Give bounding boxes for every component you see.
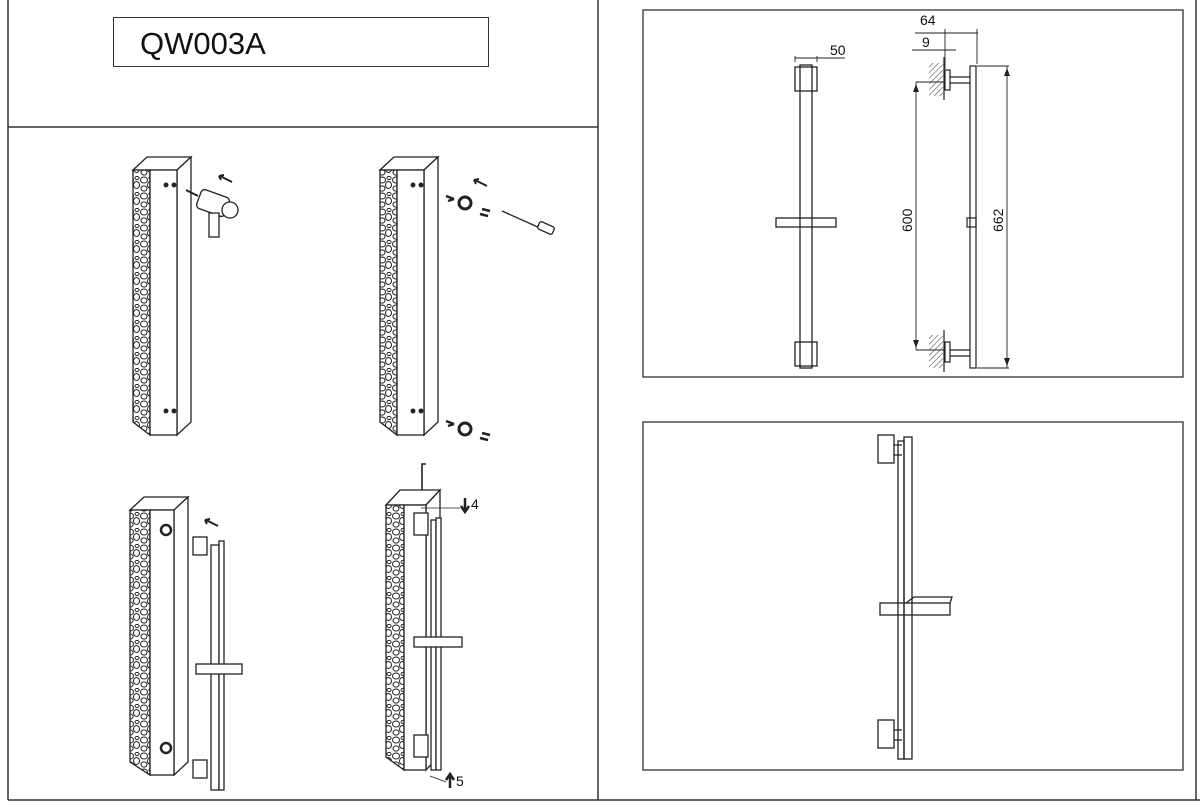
wall-anchor-icon xyxy=(445,194,491,442)
page-frame xyxy=(7,0,1200,801)
screwdriver-icon xyxy=(501,210,555,235)
step5-label: 5 xyxy=(456,773,464,789)
dim-bracket-depth: 9 xyxy=(922,34,930,50)
side-view-rail xyxy=(912,29,1010,372)
step4-5-fix-rail xyxy=(384,463,471,788)
dimension-drawing-frame xyxy=(642,9,1184,378)
dim-bracket-spacing: 600 xyxy=(899,208,915,232)
model-number: QW003A xyxy=(140,26,266,61)
front-view-rail xyxy=(775,56,845,369)
product-view-frame xyxy=(642,421,1184,771)
step2-anchors-wall xyxy=(378,155,555,442)
dim-wall-projection: 64 xyxy=(920,12,936,28)
step3-mount-rail xyxy=(128,495,243,791)
dim-rail-width: 50 xyxy=(830,42,846,58)
step1-drill-wall xyxy=(131,155,239,437)
drill-icon xyxy=(185,188,239,238)
dim-total-length: 662 xyxy=(990,208,1006,232)
step4-label: 4 xyxy=(471,496,479,512)
product-perspective-rail xyxy=(877,434,953,760)
model-title-box: QW003A xyxy=(113,17,489,67)
